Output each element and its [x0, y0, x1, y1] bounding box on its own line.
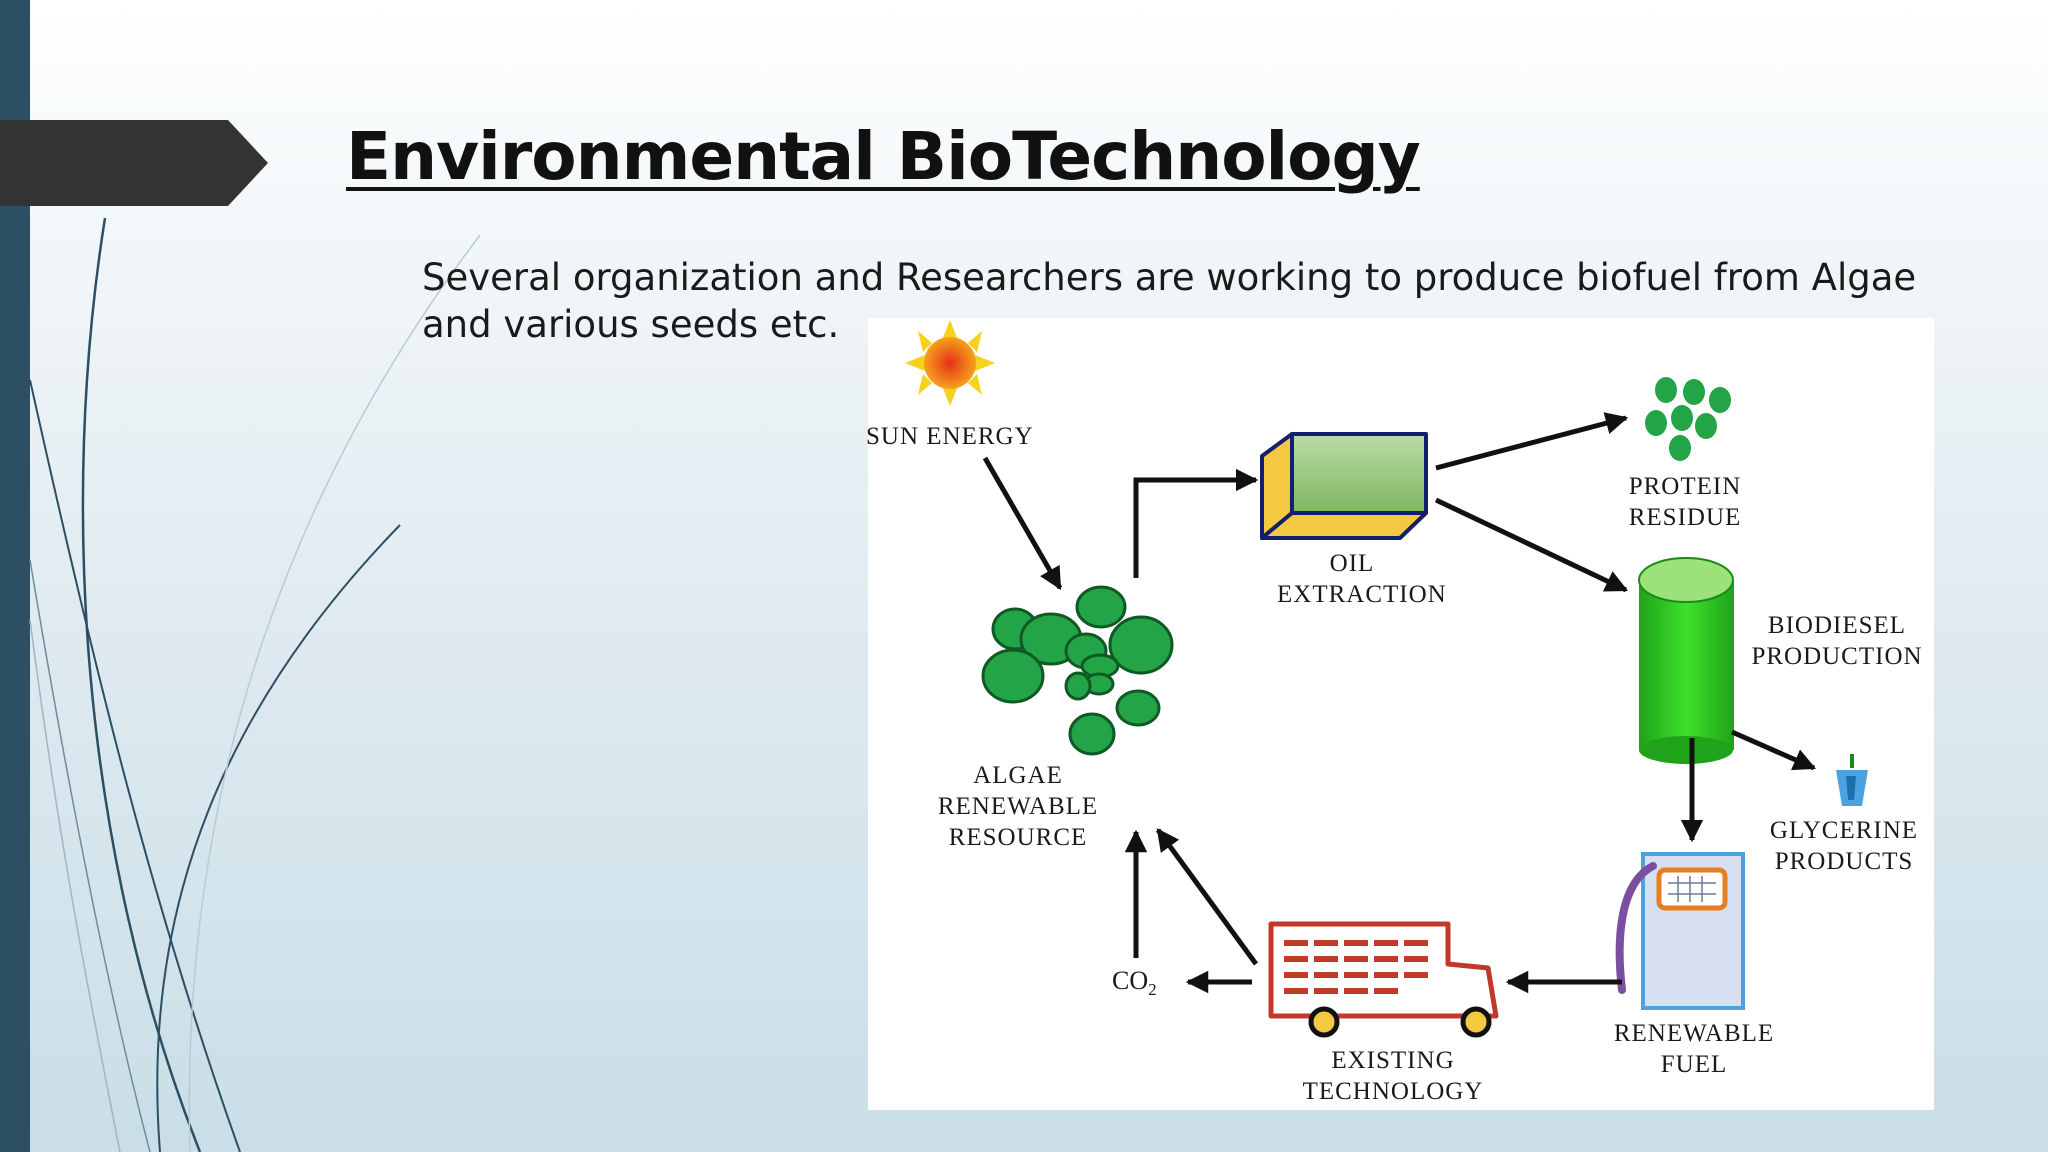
slide-body-text: Several organization and Researchers are… — [422, 256, 1917, 346]
label-co2: CO2 — [1112, 966, 1157, 1000]
label-glycerine-products: GLYCERINE PRODUCTS — [1759, 815, 1929, 877]
protein-residue-icon — [1645, 377, 1731, 461]
arrow-technology-to-algae — [1155, 828, 1259, 966]
glycerine-cup-icon — [1836, 754, 1868, 806]
sun-icon — [905, 320, 995, 406]
label-glycerine-products-line1: GLYCERINE — [1769, 817, 1919, 844]
arrow-algae-to-oil — [1133, 468, 1259, 578]
label-oil-extraction-line2: EXTRACTION — [1277, 581, 1447, 608]
arrow-biodiesel-to-glycerine — [1730, 729, 1817, 771]
label-renewable-fuel: RENEWABLE FUEL — [1598, 1018, 1790, 1080]
fuel-pump-icon — [1615, 852, 1745, 1010]
label-co2-main: CO — [1112, 966, 1149, 995]
label-biodiesel-production-line2: PRODUCTION — [1751, 643, 1923, 670]
label-protein-residue-line1: PROTEIN — [1628, 473, 1742, 500]
title-tab-arrow — [0, 120, 268, 206]
arrow-oil-to-protein — [1435, 412, 1629, 471]
label-oil-extraction-line1: OIL — [1329, 550, 1375, 577]
algae-cluster-icon — [981, 585, 1174, 756]
biodiesel-cylinder-icon — [1638, 557, 1734, 764]
label-sun-energy: SUN ENERGY — [866, 421, 1034, 452]
label-algae-line3: RESOURCE — [948, 824, 1088, 851]
arrow-sun-to-algae — [982, 456, 1063, 590]
label-biodiesel-production: BIODIESEL PRODUCTION — [1741, 610, 1933, 672]
slide-title: Environmental BioTechnology — [346, 118, 1421, 195]
label-glycerine-products-line2: PRODUCTS — [1774, 848, 1914, 875]
biofuel-cycle-diagram: SUN ENERGY OIL EXTRACTION PROTEIN RESIDU… — [866, 318, 1934, 1110]
label-renewable-fuel-line1: RENEWABLE — [1613, 1020, 1775, 1047]
label-existing-technology-line1: EXISTING — [1331, 1047, 1455, 1074]
label-co2-subscript: 2 — [1148, 980, 1157, 1000]
label-algae-line1: ALGAE — [973, 762, 1063, 789]
label-biodiesel-production-line1: BIODIESEL — [1767, 612, 1907, 639]
label-oil-extraction: OIL EXTRACTION — [1277, 548, 1447, 610]
label-protein-residue-line2: RESIDUE — [1628, 504, 1742, 531]
arrow-oil-to-biodiesel — [1434, 497, 1629, 593]
oil-extraction-box-icon — [1260, 432, 1428, 540]
label-existing-technology: EXISTING TECHNOLOGY — [1293, 1045, 1493, 1107]
label-sun-energy-line: SUN ENERGY — [866, 423, 1034, 450]
label-existing-technology-line2: TECHNOLOGY — [1302, 1078, 1484, 1105]
label-algae-line2: RENEWABLE — [937, 793, 1099, 820]
label-renewable-fuel-line2: FUEL — [1660, 1051, 1728, 1078]
label-algae-resource: ALGAE RENEWABLE RESOURCE — [928, 760, 1108, 853]
truck-icon — [1268, 921, 1499, 1038]
label-protein-residue: PROTEIN RESIDUE — [1620, 471, 1750, 533]
